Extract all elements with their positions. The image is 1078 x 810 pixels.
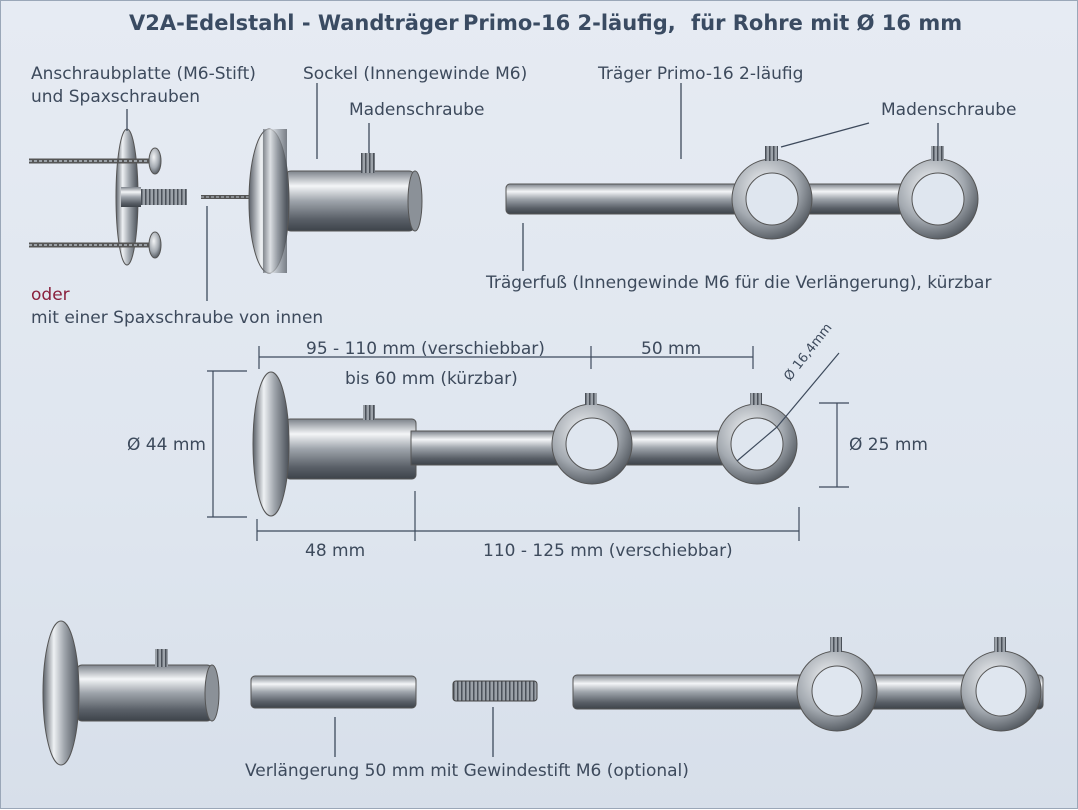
middle-assembly-drawing: [252, 371, 798, 517]
dim-bis-60: bis 60 mm (kürzbar): [345, 369, 518, 389]
label-spax-innen: mit einer Spaxschraube von innen: [31, 308, 324, 328]
label-traeger: Träger Primo-16 2-läufig: [598, 64, 804, 84]
title-part-3: für Rohre mit Ø 16 mm: [691, 11, 963, 35]
spax-screw-top: [29, 147, 162, 175]
dim-44: Ø 44 mm: [127, 435, 206, 455]
dim-95-110: 95 - 110 mm (verschiebbar): [306, 339, 545, 359]
label-traegerfuss: Trägerfuß (Innengewinde M6 für die Verlä…: [486, 273, 992, 293]
sockel-drawing: [248, 128, 423, 274]
bottom-traeger-drawing: [572, 637, 1044, 732]
label-spaxschrauben: und Spaxschrauben: [31, 87, 200, 107]
dim-50: 50 mm: [641, 339, 702, 359]
bottom-sockel-drawing: [42, 620, 220, 766]
leader-lines-top: [126, 83, 939, 301]
verlaengerung-drawing: [250, 675, 417, 709]
label-madenschraube-1: Madenschraube: [349, 100, 485, 120]
label-verlaengerung: Verlängerung 50 mm mit Gewindestift M6 (…: [245, 761, 689, 781]
dim-25: Ø 25 mm: [849, 435, 928, 455]
leader-lines-bottom: [334, 707, 494, 757]
dim-110-125: 110 - 125 mm (verschiebbar): [483, 541, 733, 561]
gewindestift-drawing: [452, 680, 538, 702]
label-sockel: Sockel (Innengewinde M6): [303, 64, 528, 84]
label-anschraubplatte: Anschraubplatte (M6-Stift): [31, 64, 256, 84]
dimension-lines-middle: [207, 346, 849, 541]
traeger-drawing-top: [505, 146, 979, 240]
title-part-1: V2A-Edelstahl - Wandträger: [129, 11, 459, 35]
title-part-2: Primo-16 2-läufig,: [463, 11, 676, 35]
label-oder: oder: [31, 285, 70, 305]
spax-screw-bottom: [29, 231, 162, 259]
label-madenschraube-2: Madenschraube: [881, 100, 1017, 120]
dim-48: 48 mm: [305, 541, 366, 561]
